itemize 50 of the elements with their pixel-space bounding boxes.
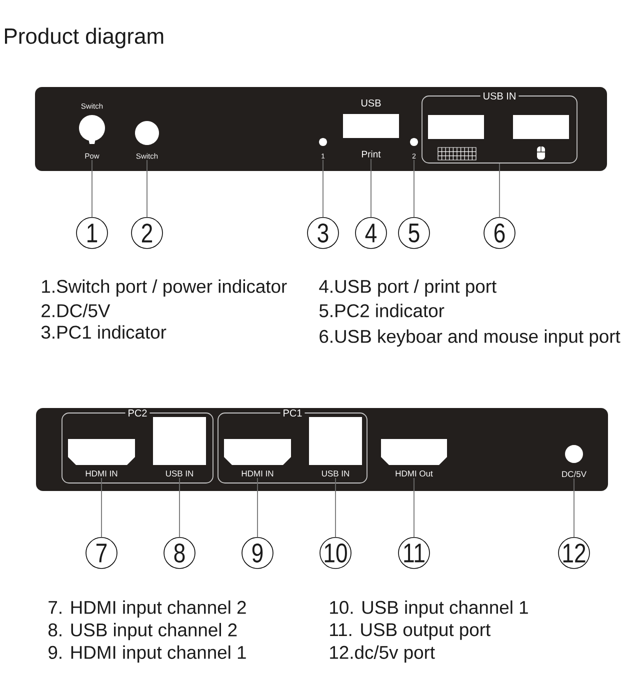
leader-line	[146, 160, 148, 218]
usb-port	[513, 115, 569, 139]
description-text: 10. USB input channel 1	[330, 600, 528, 618]
node-label: Print	[362, 150, 381, 158]
callout-number: 2	[131, 217, 163, 249]
callout-number: 12	[558, 537, 590, 569]
usb-port: USB Print	[343, 99, 399, 158]
hdmi-port: HDMI Out	[381, 439, 447, 476]
callout-number: 5	[398, 217, 430, 249]
description-text: 12.dc/5v port	[330, 645, 435, 663]
description-text: 7. HDMI input channel 2	[48, 600, 246, 618]
usb-port	[428, 115, 484, 139]
callout-number: 7	[86, 537, 118, 569]
node-label: USB IN	[166, 470, 193, 477]
callout-number: 1	[76, 217, 108, 249]
callout-number: 9	[242, 537, 274, 569]
leader-line	[335, 478, 336, 538]
description-text: 5.PC2 indicator	[319, 304, 444, 318]
description-text: 2.DC/5V	[42, 304, 110, 318]
callout-number: 6	[484, 217, 516, 249]
leader-line	[257, 478, 258, 538]
usb-port: USB IN	[309, 417, 362, 476]
description-text: 6.USB keyboar and mouse input port	[320, 329, 620, 347]
title: Product diagram	[5, 28, 164, 48]
node-label: HDMI IN	[242, 470, 274, 476]
leader-line	[370, 158, 372, 218]
description-text: 9. HDMI input channel 1	[48, 645, 246, 663]
hdmi-port: HDMI IN	[68, 439, 135, 476]
node-label: HDMI IN	[86, 470, 118, 476]
callout-number: 3	[307, 217, 339, 249]
callout-number: 10	[320, 537, 352, 569]
description-text: 4.USB port / print port	[319, 279, 496, 297]
node-label: USB	[361, 99, 381, 107]
leader-line	[179, 478, 180, 538]
node-label: DC/5V	[562, 470, 586, 478]
usb-port: USB IN	[153, 417, 206, 476]
leader-line	[499, 163, 500, 218]
power-jack: DC/5V	[562, 445, 586, 478]
callout-number: 4	[355, 217, 387, 249]
leader-line	[322, 159, 324, 218]
description-text: 11. USB output port	[330, 623, 490, 640]
node-label: USB IN	[322, 470, 349, 477]
node-label: HDMI Out	[396, 470, 433, 477]
description-text: 8. USB input channel 2	[48, 622, 237, 640]
description-text: 1.Switch port / power indicator	[42, 279, 287, 297]
description-text: 3.PC1 indicator	[41, 325, 166, 339]
leader-line	[101, 478, 102, 538]
hdmi-port: HDMI IN	[224, 439, 291, 476]
callout-number: 8	[164, 537, 196, 569]
callout-number: 11	[398, 537, 430, 569]
